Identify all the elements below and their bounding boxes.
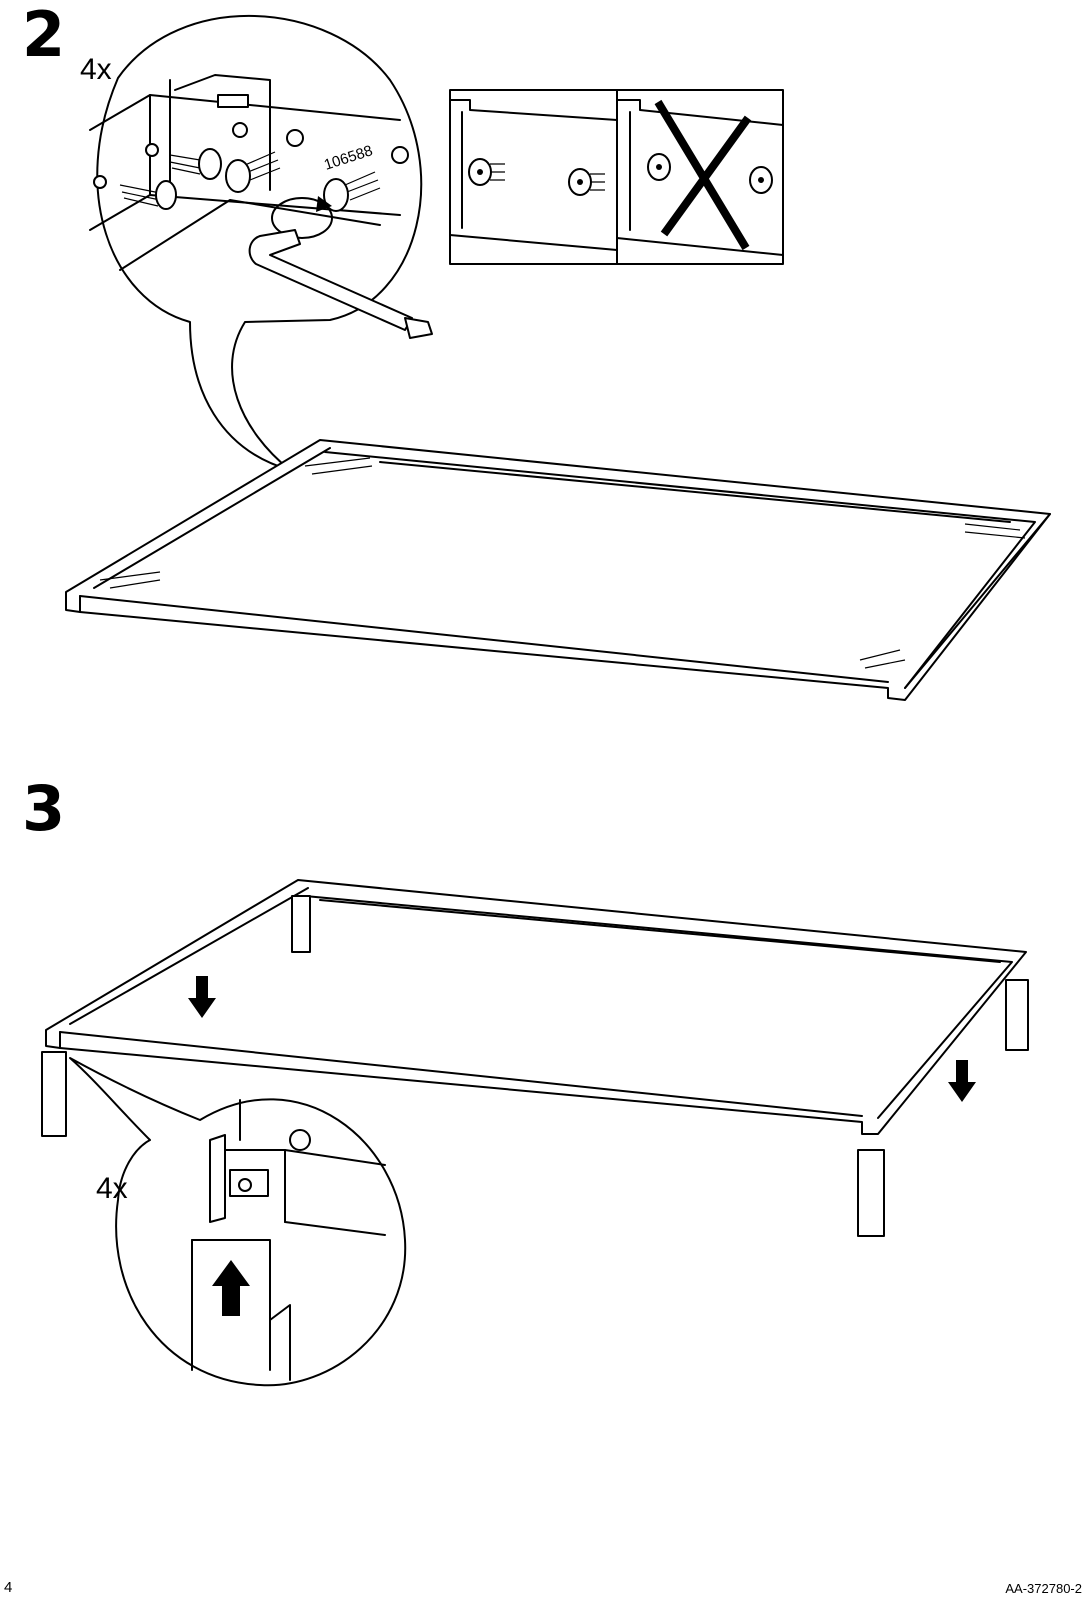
leg-detail-bubble	[70, 1058, 405, 1385]
page-number: 4	[4, 1580, 12, 1595]
bed-frame-raised	[46, 880, 1026, 1134]
document-code: AA-372780-2	[1005, 1582, 1082, 1595]
up-arrow-icon	[212, 1260, 250, 1316]
leg-joint-detail	[192, 1100, 385, 1380]
